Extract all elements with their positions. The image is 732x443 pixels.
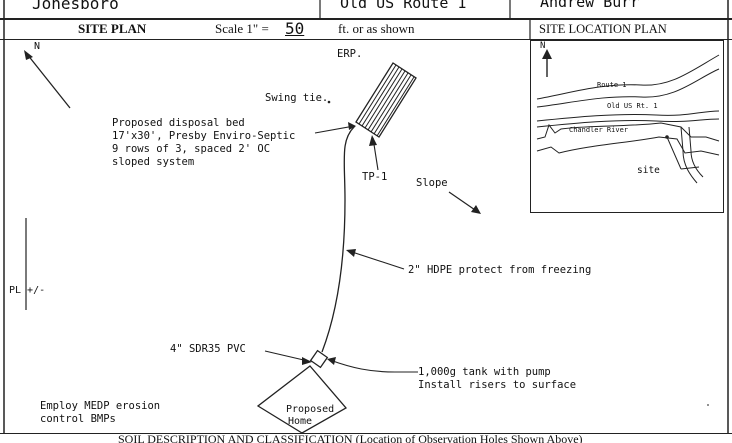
scale-value: 50 (285, 19, 305, 38)
home-label-line-2: Home (288, 416, 313, 427)
tank-note-line-2: Install risers to surface (418, 379, 577, 391)
tank-note-line-1: 1,000g tank with pump (418, 366, 551, 378)
river-bank-south (536, 136, 720, 156)
location-north-label: N (540, 41, 546, 51)
slope-label: Slope (416, 177, 448, 189)
road-name: Old US Route 1 (340, 0, 467, 12)
tp1-arrowhead (369, 135, 377, 146)
north-arrow-head (24, 50, 33, 60)
swing-tie-point (327, 100, 331, 104)
town-name: Jonesboro (32, 0, 119, 13)
disposal-bed-note-line-1: Proposed disposal bed (112, 117, 245, 129)
test-pit-label: TP-1 (362, 171, 388, 183)
pvc-note: 4" SDR35 PVC (170, 343, 246, 355)
site-label: site (637, 165, 660, 176)
route-1-edge (536, 68, 720, 108)
hdpe-arrowhead (346, 249, 356, 257)
site-access-edge (688, 126, 704, 178)
erosion-note-line-2: control BMPs (40, 413, 116, 425)
disposal-bed (355, 62, 417, 138)
river-label: Chandler River (569, 126, 629, 134)
old-us-road (536, 110, 720, 122)
north-label: N (34, 41, 41, 52)
site-marker (665, 135, 669, 139)
erosion-note-line-1: Employ MEDP erosion (40, 400, 161, 412)
route-1-label: Route 1 (597, 81, 627, 89)
pvc-leader (264, 350, 309, 362)
soil-description-title: SOIL DESCRIPTION AND CLASSIFICATION (Loc… (118, 433, 583, 443)
route-1-road (536, 54, 720, 100)
site-plan-title: SITE PLAN (78, 21, 147, 36)
disposal-bed-note-line-3: 9 rows of 3, spaced 2' OC (112, 143, 271, 155)
home-label-line-1: Proposed (286, 404, 335, 415)
bed-note-arrowhead (348, 122, 356, 130)
home-label: Proposed Home (286, 404, 334, 428)
location-plan-title: SITE LOCATION PLAN (539, 22, 667, 36)
bed-note-arrow (314, 125, 355, 134)
location-map-drawing (536, 49, 720, 184)
property-line-label: PL +/- (9, 285, 46, 296)
river-bank-north (536, 122, 720, 142)
location-plan-header: SITE LOCATION PLAN (530, 20, 732, 40)
septic-tank (309, 349, 329, 369)
title-block-top: Jonesboro Old US Route 1 Andrew Burr (0, 0, 732, 20)
soil-description-header: SOIL DESCRIPTION AND CLASSIFICATION (Loc… (0, 433, 732, 443)
scale-prefix: Scale 1" = (215, 21, 269, 36)
disposal-bed-note: Proposed disposal bed 17'x30', Presby En… (112, 117, 295, 169)
old-us-label: Old US Rt. 1 (607, 102, 658, 110)
disposal-bed-note-line-4: sloped system (112, 156, 195, 168)
location-north-head (542, 49, 552, 59)
hdpe-leader (348, 250, 405, 270)
tank-arrowhead (327, 357, 336, 365)
owner-name: Andrew Burr (540, 0, 640, 11)
site-location-map: N Route 1 Old US Rt. 1 Chandler River si… (530, 40, 724, 213)
old-us-edge (536, 118, 720, 128)
site-plan-header: SITE PLAN Scale 1" = 50 ft. or as shown (0, 19, 530, 40)
hdpe-note: 2" HDPE protect from freezing (408, 264, 592, 276)
north-arrow-shaft (26, 53, 71, 109)
erosion-note: Employ MEDP erosion control BMPs (40, 400, 160, 426)
slope-arrowhead (471, 205, 481, 214)
scale-suffix: ft. or as shown (338, 21, 415, 36)
hdpe-line (321, 125, 356, 353)
tank-note: 1,000g tank with pump Install risers to … (418, 366, 576, 392)
tank-leader (329, 359, 418, 373)
swing-tie-label: Swing tie. (265, 92, 329, 104)
slope-arrow (448, 191, 479, 213)
site-leader-tail (680, 166, 700, 170)
erp-label: ERP. (337, 48, 363, 60)
stray-mark (707, 404, 709, 406)
pvc-arrowhead (302, 357, 312, 365)
disposal-bed-note-line-2: 17'x30', Presby Enviro-Septic (112, 130, 296, 142)
site-leader (666, 136, 682, 170)
